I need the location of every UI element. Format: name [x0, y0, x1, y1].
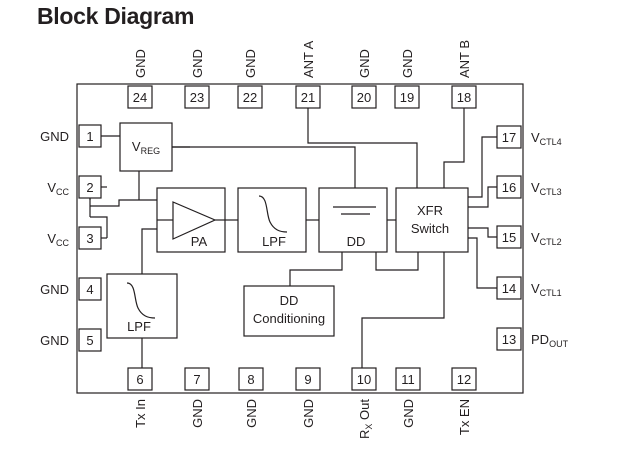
pin-1-number: 1: [86, 129, 93, 144]
pin-18-label: ANT B: [457, 40, 472, 78]
pin-15-label: VCTL2: [531, 230, 562, 247]
pin-23-label: GND: [190, 49, 205, 78]
page-title: Block Diagram: [37, 3, 195, 29]
pin-2-label: VCC: [47, 180, 69, 197]
pin-16-label: VCTL3: [531, 180, 562, 197]
pin-23-number: 23: [190, 90, 204, 105]
pin-11-box: [395, 367, 421, 391]
pin-22-number: 22: [243, 90, 257, 105]
pin-22-box: [237, 85, 263, 109]
pin-3-label: VCC: [47, 231, 69, 248]
dd-conditioning-block: [243, 285, 335, 337]
pin-13-label: PDOUT: [531, 332, 569, 349]
pin-8-label: GND: [244, 399, 259, 428]
pin-10-label: RX Out: [357, 399, 374, 439]
lpf-curve-top: [258, 195, 288, 233]
pin-4-label: GND: [40, 282, 69, 297]
pin-19-number: 19: [400, 90, 414, 105]
package-outline: [76, 83, 524, 394]
pin-5-number: 5: [86, 333, 93, 348]
pin-19-label: GND: [400, 49, 415, 78]
pin-17-number: 17: [502, 130, 516, 145]
pin-11-number: 11: [401, 372, 415, 387]
pin-12-label: Tx EN: [457, 399, 472, 435]
pin-21-label: ANT A: [301, 40, 316, 78]
pin-9-number: 9: [304, 372, 311, 387]
pin-21-number: 21: [301, 90, 315, 105]
pin-20-box: [351, 85, 377, 109]
pin-9-box: [295, 367, 321, 391]
pin-23-box: [184, 85, 210, 109]
dd-conditioning-label-1: DD: [280, 293, 299, 308]
pin-16-number: 16: [502, 180, 516, 195]
switch-label: Switch: [411, 221, 449, 236]
pin-6-number: 6: [136, 372, 143, 387]
dd-label: DD: [347, 234, 366, 249]
pin-7-label: GND: [190, 399, 205, 428]
pin-13-number: 13: [502, 332, 516, 347]
pin-6-label: Tx In: [133, 399, 148, 428]
pin-10-box: [351, 367, 377, 391]
pin-1-label: GND: [40, 129, 69, 144]
pin-17-label: VCTL4: [531, 130, 562, 147]
pin-2-number: 2: [86, 180, 93, 195]
pin-14-number: 14: [502, 281, 516, 296]
vreg-label: VREG: [132, 139, 160, 156]
pin-7-box: [184, 367, 210, 391]
pin-13-box: [496, 327, 522, 351]
lpf-top-label: LPF: [262, 234, 286, 249]
lpf-bottom-label: LPF: [127, 319, 151, 334]
pin-6-box: [127, 367, 153, 391]
lpf-curve-bottom: [126, 282, 156, 319]
dd-conditioning-label-2: Conditioning: [253, 311, 325, 326]
pin-4-number: 4: [86, 282, 93, 297]
pin-7-number: 7: [193, 372, 200, 387]
pin-9-label: GND: [301, 399, 316, 428]
pin-3-number: 3: [86, 231, 93, 246]
pin-10-number: 10: [357, 372, 371, 387]
pin-11-label: GND: [401, 399, 416, 428]
pin-24-box: [127, 85, 153, 109]
xfr-label: XFR: [417, 203, 443, 218]
pin-14-label: VCTL1: [531, 281, 562, 298]
pin-20-number: 20: [357, 90, 371, 105]
pin-8-number: 8: [247, 372, 254, 387]
pin-15-number: 15: [502, 230, 516, 245]
pin-8-box: [238, 367, 264, 391]
pin-18-number: 18: [457, 90, 471, 105]
pa-label: PA: [191, 234, 208, 249]
pin-4-box: [78, 277, 102, 301]
pin-5-label: GND: [40, 333, 69, 348]
pin-24-label: GND: [133, 49, 148, 78]
pin-5-box: [78, 328, 102, 352]
pin-24-number: 24: [133, 90, 147, 105]
pin-12-number: 12: [457, 372, 471, 387]
pin-19-box: [394, 85, 420, 109]
xfr-switch-block: [395, 187, 469, 253]
pin-22-label: GND: [243, 49, 258, 78]
pin-12-box: [451, 367, 477, 391]
pin-20-label: GND: [357, 49, 372, 78]
